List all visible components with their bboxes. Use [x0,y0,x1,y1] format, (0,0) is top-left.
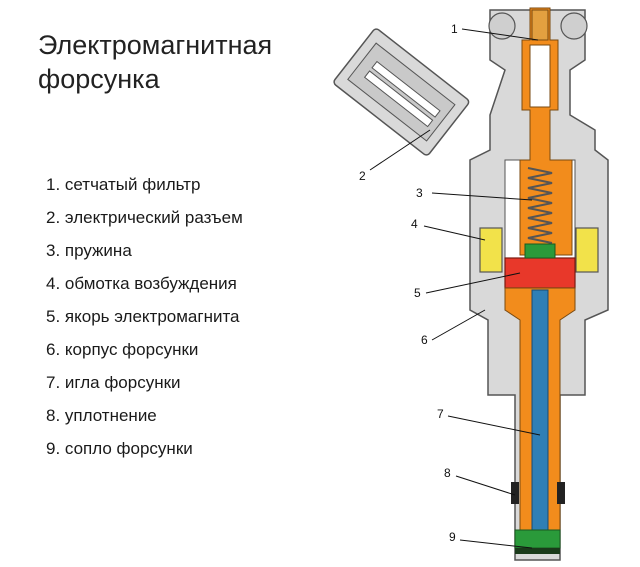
title-line-2: форсунка [38,64,160,94]
needle-shape [531,289,549,536]
callout-7: 7 [437,407,444,421]
leader-lines [369,28,541,549]
legend-item-needle: 7. игла форсунки [46,373,181,392]
callout-4: 4 [411,217,418,231]
nozzle-shape [514,529,561,549]
title-line-1: Электромагнитная [38,30,273,60]
legend-item-connector: 2. электрический разъем [46,208,243,227]
callout-9: 9 [449,530,456,544]
callout-2: 2 [359,169,366,183]
parts-legend: 1. сетчатый фильтр 2. электрический разъ… [46,168,243,465]
legend-item-armature: 5. якорь электромагнита [46,307,240,326]
legend-item-body: 6. корпус форсунки [46,340,199,359]
armature-shape [504,257,576,289]
legend-item-filter: 1. сетчатый фильтр [46,175,201,194]
seal-right-shape [557,482,565,504]
electrical-connector-shape [333,28,470,156]
callout-5: 5 [414,286,421,300]
spring-shape [527,167,553,244]
filter-shape [531,9,549,41]
callout-1: 1 [451,22,458,36]
callout-3: 3 [416,186,423,200]
legend-item-nozzle: 9. сопло форсунки [46,439,193,458]
seal-left-shape [511,482,519,504]
coil-left-shape [479,227,503,273]
legend-item-seal: 8. уплотнение [46,406,157,425]
coil-right-shape [575,227,599,273]
callout-6: 6 [421,333,428,347]
legend-item-coil: 4. обмотка возбуждения [46,274,237,293]
callout-8: 8 [444,466,451,480]
legend-item-spring: 3. пружина [46,241,132,260]
diagram-title: Электромагнитная форсунка [38,28,272,96]
